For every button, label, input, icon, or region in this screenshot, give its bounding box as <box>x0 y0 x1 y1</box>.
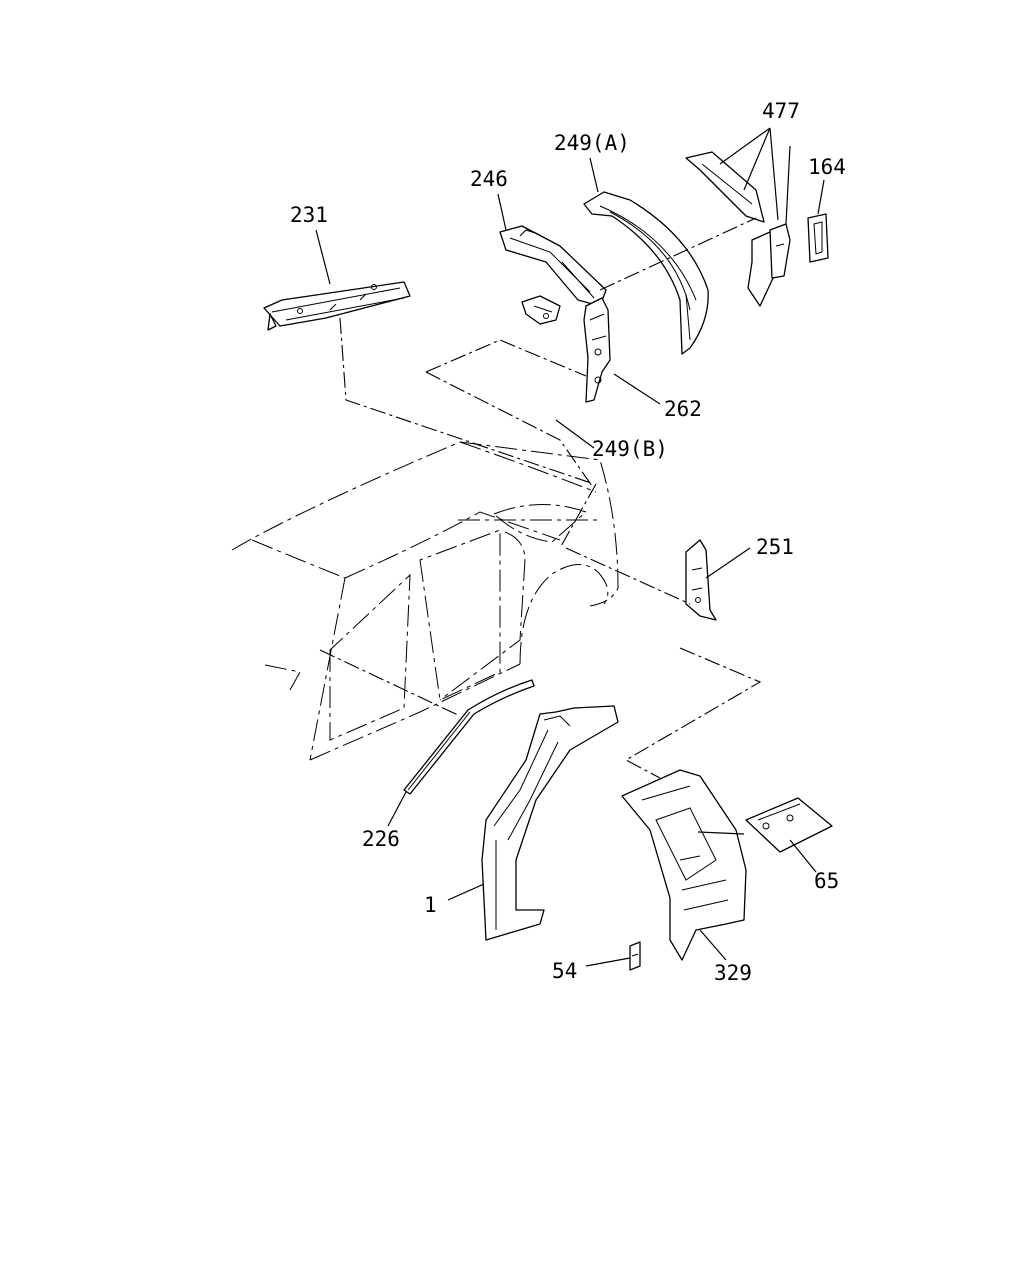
part-1-pillar <box>481 705 619 941</box>
leader-231 <box>315 229 331 285</box>
callout-231: 231 <box>290 203 328 227</box>
leader-226 <box>387 791 407 827</box>
part-65-plate <box>745 797 833 853</box>
callout-54: 54 <box>552 959 577 983</box>
callout-246: 246 <box>470 167 508 191</box>
callout-329: 329 <box>714 961 752 985</box>
part-246-roof-side-reinforcement <box>499 225 607 307</box>
callout-251: 251 <box>756 535 794 559</box>
callouts: 231 246 249(A) 477 164 262 249(B) 251 22… <box>290 99 846 985</box>
callout-164: 164 <box>808 155 846 179</box>
leader-54 <box>585 957 631 967</box>
leader-249a <box>589 157 599 193</box>
leader-249b <box>555 419 595 449</box>
callout-226: 226 <box>362 827 400 851</box>
leader-164 <box>817 179 825 215</box>
callout-249b: 249(B) <box>592 437 668 461</box>
part-226-weatherstrip <box>403 679 535 795</box>
callout-1: 1 <box>424 893 437 917</box>
leader-262 <box>613 373 661 405</box>
leader-65 <box>789 839 817 873</box>
leader-lines <box>315 127 825 967</box>
leader-329 <box>699 929 727 961</box>
part-164-plate <box>807 213 829 263</box>
part-54-clip <box>629 941 641 971</box>
leader-329b <box>697 831 745 835</box>
leader-246 <box>497 193 507 231</box>
leader-251 <box>705 547 751 579</box>
leader-477 <box>719 127 791 225</box>
part-329-rear-pillar-inner <box>621 769 747 961</box>
part-249b-bracket <box>521 295 561 325</box>
callout-262: 262 <box>664 397 702 421</box>
part-262-pillar-bracket <box>583 297 611 403</box>
leader-1 <box>447 883 485 901</box>
part-251-bracket <box>685 539 717 621</box>
callout-65: 65 <box>814 869 839 893</box>
assembly-lines <box>319 217 762 779</box>
part-477-brackets <box>685 151 791 307</box>
callout-477: 477 <box>762 99 800 123</box>
part-249a-wheelhouse-arch <box>583 191 709 355</box>
callout-249a: 249(A) <box>554 131 630 155</box>
part-231-roof-rail <box>263 281 411 331</box>
